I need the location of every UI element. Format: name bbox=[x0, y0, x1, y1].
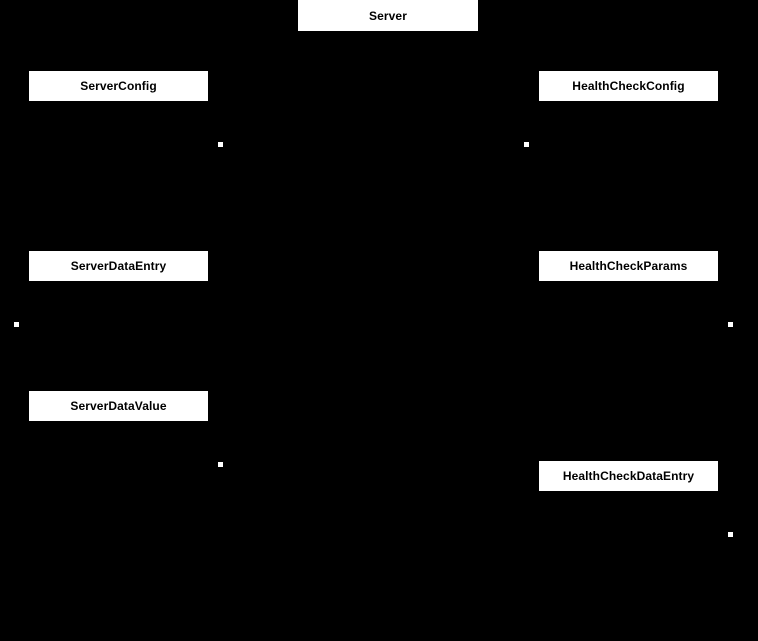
relationship-marker-dot bbox=[218, 142, 223, 147]
relationship-marker-dot bbox=[14, 322, 19, 327]
class-node-label: ServerDataEntry bbox=[70, 259, 167, 273]
class-node-label: HealthCheckDataEntry bbox=[562, 469, 695, 483]
relationship-marker-dot bbox=[728, 322, 733, 327]
class-node-health-check-config[interactable]: HealthCheckConfig bbox=[539, 71, 718, 101]
class-node-health-check-data-entry[interactable]: HealthCheckDataEntry bbox=[539, 461, 718, 491]
class-node-label: Server bbox=[369, 8, 407, 23]
class-node-server-data-entry[interactable]: ServerDataEntry bbox=[29, 251, 208, 281]
class-node-server[interactable]: Server bbox=[298, 0, 478, 31]
class-node-server-config[interactable]: ServerConfig bbox=[29, 71, 208, 101]
class-node-label: HealthCheckConfig bbox=[572, 79, 685, 93]
class-node-label: ServerDataValue bbox=[70, 399, 167, 413]
relationship-marker-dot bbox=[524, 142, 529, 147]
class-node-server-data-value[interactable]: ServerDataValue bbox=[29, 391, 208, 421]
class-node-health-check-params[interactable]: HealthCheckParams bbox=[539, 251, 718, 281]
relationship-marker-dot bbox=[728, 532, 733, 537]
class-node-label: ServerConfig bbox=[80, 79, 157, 93]
class-node-label: HealthCheckParams bbox=[569, 259, 688, 273]
relationship-marker-dot bbox=[218, 462, 223, 467]
